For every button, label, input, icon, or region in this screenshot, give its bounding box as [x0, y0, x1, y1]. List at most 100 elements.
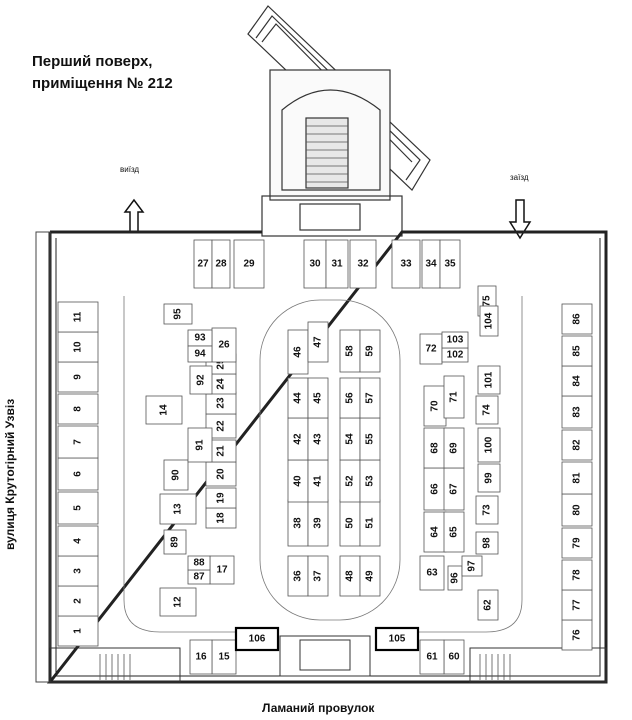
parking-space-box-63 — [419, 555, 445, 591]
parking-space-21: 21 — [216, 445, 227, 457]
parking-space-98: 98 — [482, 537, 493, 549]
parking-space-60: 60 — [448, 652, 460, 663]
parking-space-box-103 — [441, 331, 469, 349]
parking-space-59: 59 — [365, 345, 376, 357]
parking-space-box-47 — [307, 321, 329, 363]
parking-space-53: 53 — [365, 475, 376, 487]
parking-space-8: 8 — [73, 406, 84, 412]
parking-space-23: 23 — [216, 397, 227, 409]
parking-space-79: 79 — [572, 537, 583, 549]
parking-space-101: 101 — [484, 371, 495, 388]
parking-space-box-13 — [159, 493, 197, 525]
parking-space-105: 105 — [389, 634, 406, 645]
parking-space-box-19 — [205, 487, 237, 509]
parking-space-42: 42 — [293, 433, 304, 445]
parking-space-box-57 — [359, 377, 381, 419]
parking-space-box-83 — [561, 395, 593, 429]
left-wall-cells — [35, 231, 51, 683]
parking-space-68: 68 — [430, 442, 441, 454]
parking-space-box-73 — [475, 495, 499, 525]
parking-space-84: 84 — [572, 375, 583, 387]
parking-space-94: 94 — [194, 349, 206, 360]
parking-space-4: 4 — [73, 538, 84, 544]
parking-space-73: 73 — [482, 504, 493, 516]
parking-space-106: 106 — [249, 634, 266, 645]
parking-space-92: 92 — [196, 374, 207, 386]
parking-space-1: 1 — [73, 628, 84, 634]
parking-space-box-84 — [561, 365, 593, 397]
parking-space-box-59 — [359, 329, 381, 373]
parking-space-box-29 — [233, 239, 265, 289]
parking-space-box-3 — [57, 555, 99, 587]
parking-space-56: 56 — [345, 392, 356, 404]
parking-space-box-105 — [374, 626, 420, 652]
parking-space-box-94 — [187, 345, 213, 363]
parking-space-26: 26 — [218, 340, 230, 351]
parking-space-66: 66 — [430, 483, 441, 495]
parking-space-box-101 — [477, 365, 501, 395]
parking-space-box-33 — [391, 239, 421, 289]
parking-space-102: 102 — [447, 350, 464, 361]
street-bottom-label: Ламаний провулок — [262, 701, 375, 715]
parking-space-box-91 — [187, 427, 213, 463]
parking-space-12: 12 — [173, 596, 184, 608]
parking-space-box-61 — [419, 639, 445, 675]
parking-space-box-78 — [561, 559, 593, 591]
plan-title-line2: приміщення № 212 — [32, 75, 173, 92]
parking-space-17: 17 — [216, 565, 228, 576]
parking-space-box-98 — [475, 531, 499, 555]
parking-space-54: 54 — [345, 433, 356, 445]
parking-space-box-89 — [163, 529, 187, 555]
parking-space-75: 75 — [482, 295, 493, 307]
parking-space-box-4 — [57, 525, 99, 557]
parking-space-97: 97 — [467, 560, 478, 572]
parking-space-91: 91 — [195, 439, 206, 451]
parking-space-99: 99 — [484, 472, 495, 484]
parking-space-49: 49 — [365, 570, 376, 582]
parking-space-40: 40 — [293, 475, 304, 487]
parking-space-37: 37 — [313, 570, 324, 582]
parking-space-box-49 — [359, 555, 381, 597]
parking-space-box-1 — [57, 615, 99, 647]
parking-space-74: 74 — [482, 404, 493, 416]
parking-space-3: 3 — [73, 568, 84, 574]
parking-space-25: 25 — [216, 358, 227, 370]
parking-space-85: 85 — [572, 345, 583, 357]
exit-arrow-icon — [123, 198, 145, 233]
parking-space-box-100 — [477, 427, 501, 463]
parking-space-83: 83 — [572, 406, 583, 418]
parking-space-box-15 — [211, 639, 237, 675]
parking-space-box-17 — [209, 555, 235, 585]
parking-space-36: 36 — [293, 570, 304, 582]
parking-space-44: 44 — [293, 392, 304, 404]
parking-space-box-92 — [189, 365, 213, 395]
parking-space-box-80 — [561, 493, 593, 527]
parking-space-48: 48 — [345, 570, 356, 582]
entry-label: заїзд — [510, 173, 529, 182]
parking-space-box-14 — [145, 395, 183, 425]
parking-space-box-90 — [163, 459, 189, 491]
parking-space-52: 52 — [345, 475, 356, 487]
parking-space-100: 100 — [484, 436, 495, 453]
parking-space-104: 104 — [484, 312, 495, 329]
parking-space-47: 47 — [313, 336, 324, 348]
parking-space-65: 65 — [449, 526, 460, 538]
parking-space-86: 86 — [572, 313, 583, 325]
parking-space-box-82 — [561, 429, 593, 461]
parking-space-27: 27 — [197, 259, 209, 270]
parking-spaces: 1234567891011121314151617181920212223242… — [57, 239, 593, 675]
parking-space-51: 51 — [365, 517, 376, 529]
parking-space-76: 76 — [572, 629, 583, 641]
parking-space-box-65 — [443, 511, 465, 553]
parking-space-29: 29 — [243, 259, 255, 270]
parking-space-box-81 — [561, 461, 593, 495]
parking-space-box-45 — [307, 377, 329, 419]
parking-space-box-35 — [439, 239, 461, 289]
parking-space-58: 58 — [345, 345, 356, 357]
parking-space-box-88 — [187, 555, 211, 571]
parking-space-50: 50 — [345, 517, 356, 529]
parking-space-18: 18 — [216, 512, 227, 524]
parking-space-5: 5 — [73, 505, 84, 511]
parking-space-71: 71 — [449, 391, 460, 403]
